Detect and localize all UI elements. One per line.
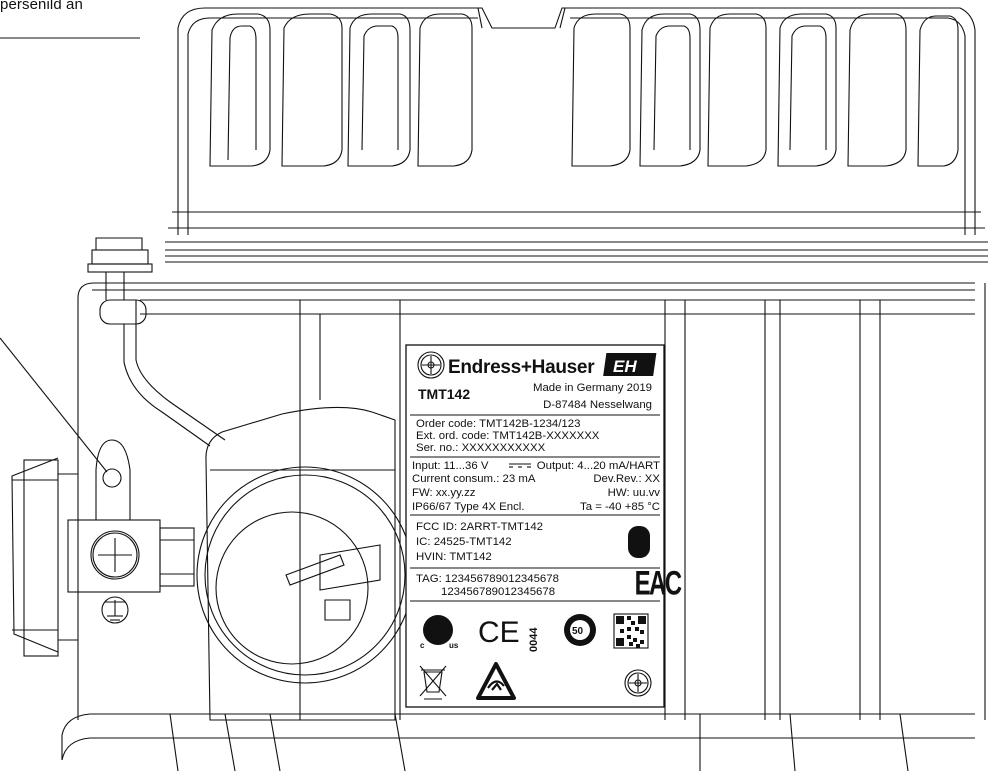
firmware-version: FW: xx.yy.zz [412, 487, 476, 499]
brand-name: Endress+Hauser [448, 357, 595, 378]
svg-text:50: 50 [572, 626, 584, 637]
hardware-version: HW: uu.vv [608, 487, 661, 499]
ic-id: IC: 24525-TMT142 [416, 536, 512, 548]
dc-symbol-icon [509, 463, 531, 468]
crosshead-screw-icon [624, 669, 652, 697]
ambient-temp-low: -40 [605, 501, 621, 513]
input-spec: Input: 11...36 V [412, 460, 489, 472]
nameplate: Endress+Hauser EH TMT142 Made in Germany… [405, 344, 683, 708]
housing-cover [165, 7, 988, 263]
display-window [196, 406, 414, 721]
made-in: Made in Germany 2019 [533, 382, 652, 394]
manufacturer-address: D-87484 Nesselwang [543, 399, 652, 411]
ambient-temp-high: +85 °C [625, 501, 660, 513]
callout-label: persenild an [0, 0, 83, 13]
crosshead-screw-icon [417, 351, 445, 379]
qr-code-icon [613, 613, 649, 649]
hex-nut [11, 457, 78, 657]
ambient-temp-label: Ta = [580, 501, 602, 513]
fcc-id: FCC ID: 2ARRT-TMT142 [416, 521, 543, 533]
bluetooth-badge-icon [628, 526, 650, 558]
brand-logo [603, 353, 657, 376]
ground-clamp [67, 439, 195, 593]
svg-text:us: us [449, 641, 459, 650]
weee-bin-icon [419, 665, 447, 700]
eac-mark: EAC [635, 564, 682, 602]
brand-logo-text: EH [613, 357, 637, 376]
csa-mark-icon: S c us [420, 615, 459, 650]
cable-gland [87, 237, 226, 447]
output-spec: Output: 4...20 mA/HART [537, 460, 660, 472]
callout-leader [0, 37, 140, 473]
ce-notified-body: 0044 [528, 627, 540, 652]
ce-mark: CE [478, 616, 520, 649]
tag-line-1: TAG: 123456789012345678 [416, 573, 559, 585]
model-number: TMT142 [418, 386, 470, 402]
ext-order-code: Ext. ord. code: TMT142B-XXXXXXX [416, 430, 600, 442]
svg-text:S: S [431, 624, 440, 640]
hvin: HVIN: TMT142 [416, 551, 492, 563]
order-code: Order code: TMT142B-1234/123 [416, 418, 580, 430]
rcm-mark-icon [476, 662, 516, 700]
tag-line-2: 123456789012345678 [441, 586, 555, 598]
crosshead-screw-icon [90, 530, 140, 580]
serial-number: Ser. no.: XXXXXXXXXXX [416, 442, 546, 454]
china-rohs-mark-icon: 50 [564, 614, 596, 646]
device-revision: Dev.Rev.: XX [593, 473, 660, 485]
current-consumption: Current consum.: 23 mA [412, 473, 536, 485]
svg-text:c: c [420, 641, 425, 650]
housing-body [61, 282, 986, 772]
earth-ground-icon [101, 596, 129, 624]
ip-rating: IP66/67 Type 4X Encl. [412, 501, 525, 513]
